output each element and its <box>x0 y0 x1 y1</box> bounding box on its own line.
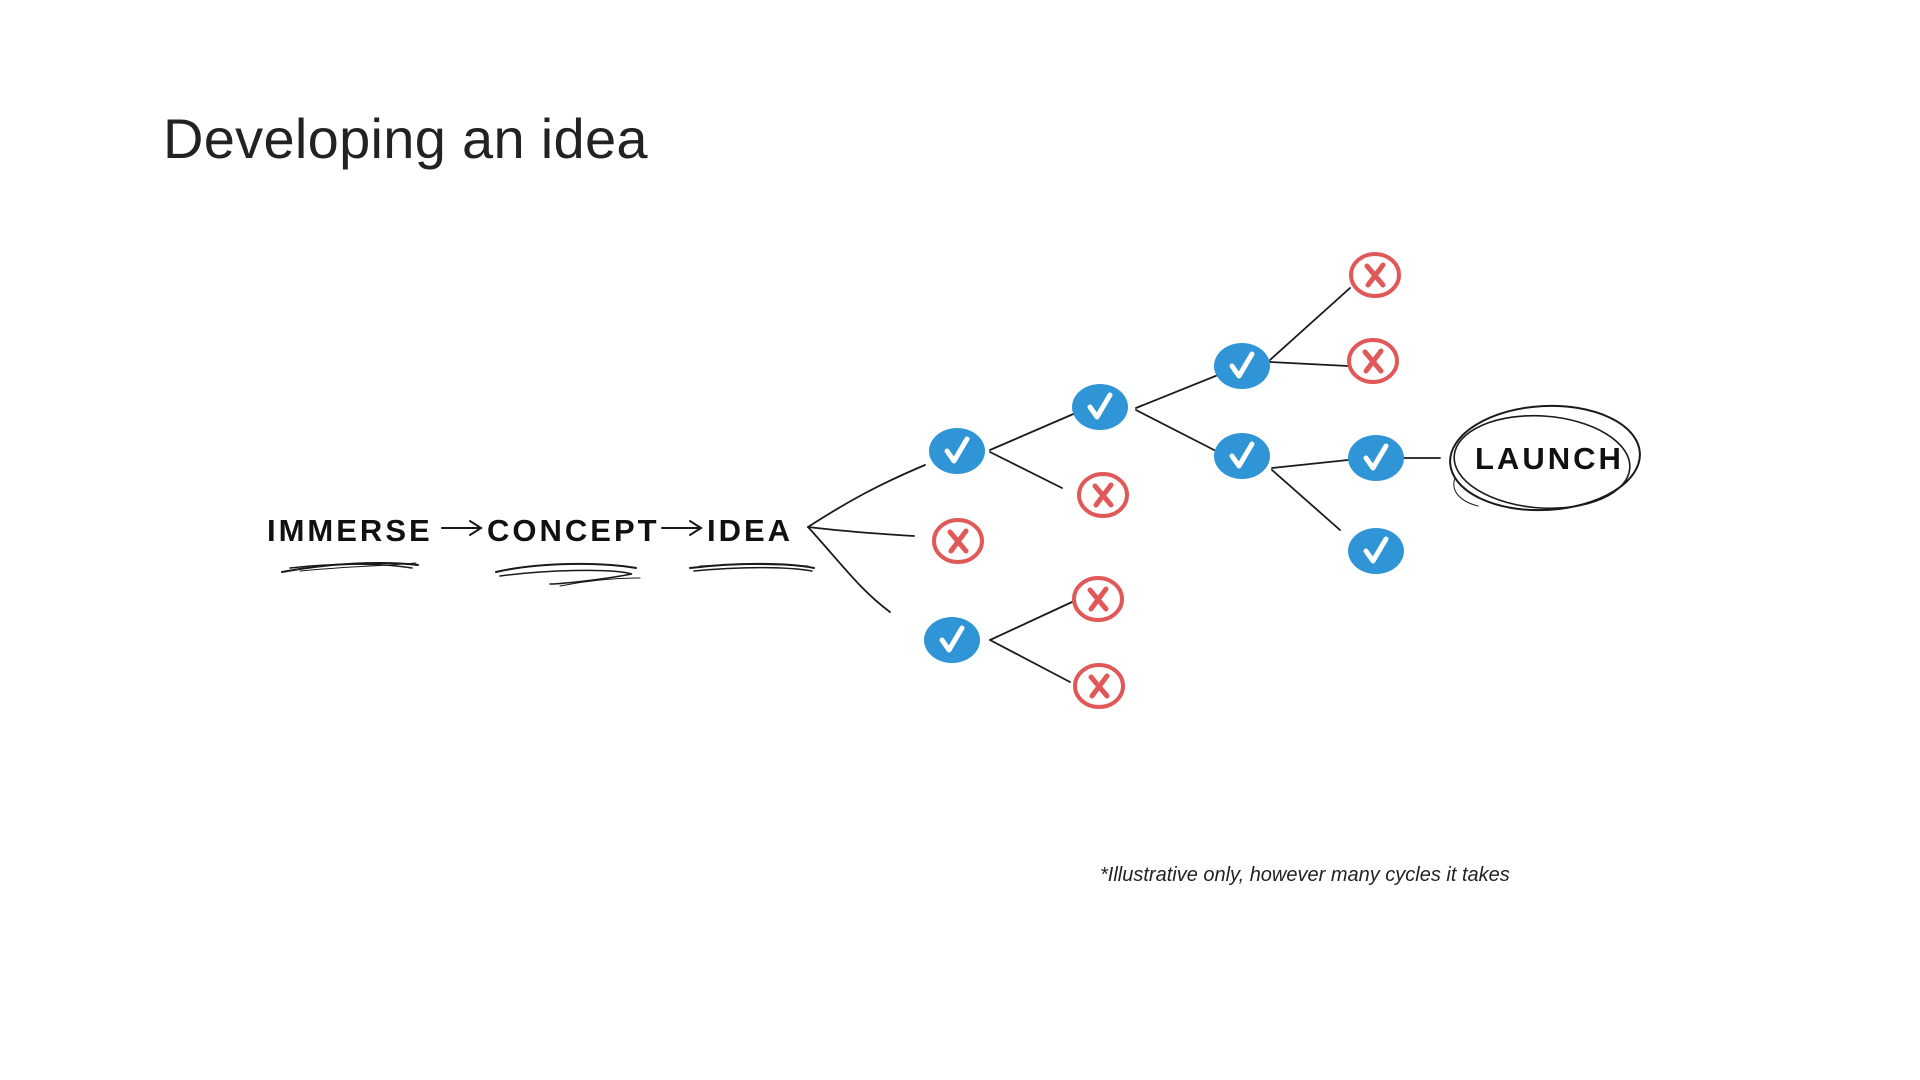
cross-icon <box>1072 576 1124 622</box>
launch-circle <box>1449 404 1641 512</box>
immerse-underline <box>281 562 419 573</box>
cross-icon <box>1073 663 1125 709</box>
check-icon <box>1214 433 1270 479</box>
cross-icon <box>1347 338 1399 384</box>
check-icon <box>1072 384 1128 430</box>
concept-underline <box>495 562 641 587</box>
arrow-concept-to-idea <box>661 520 703 536</box>
stage-immerse-label: IMMERSE <box>267 513 433 548</box>
check-icon <box>1348 528 1404 574</box>
idea-underline <box>689 562 815 572</box>
check-icon <box>929 428 985 474</box>
branch-connectors <box>807 287 1441 683</box>
stage-launch-label: LAUNCH <box>1475 441 1624 476</box>
slide-title: Developing an idea <box>163 107 648 170</box>
check-icon <box>1348 435 1404 481</box>
cross-icon <box>932 518 984 564</box>
cross-icon <box>1349 252 1401 298</box>
stage-concept-label: CONCEPT <box>487 513 660 548</box>
check-icon <box>1214 343 1270 389</box>
footnote: *Illustrative only, however many cycles … <box>1100 864 1510 886</box>
stage-idea-label: IDEA <box>707 513 793 548</box>
check-icon <box>924 617 980 663</box>
cross-icon <box>1077 472 1129 518</box>
arrow-immerse-to-concept <box>441 520 483 536</box>
